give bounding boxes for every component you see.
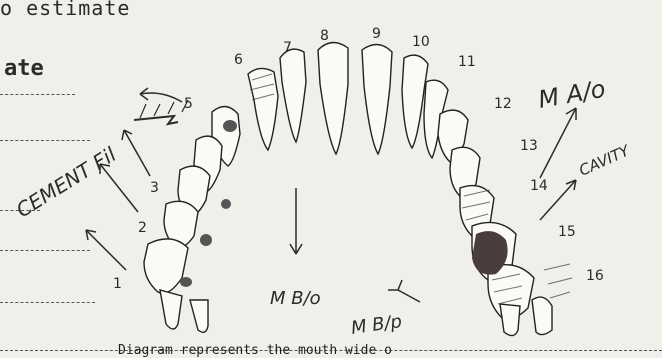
annotation-mb-left: M B/o [270,288,321,309]
tooth-6 [248,68,278,150]
annotation-cavity: CAVITY [576,141,633,180]
root [190,300,208,332]
tooth-number-label: 8 [320,28,329,44]
tooth-number-label: 9 [372,26,381,42]
tooth-number-label: 15 [558,224,576,240]
tooth-number-label: 3 [150,180,159,196]
annotation-cement-fil: CEMENT Fil [12,142,121,222]
tooth-number-label: 6 [234,52,243,68]
tooth-7 [280,49,306,142]
tooth-number-label: 14 [530,178,548,194]
tooth-number-label: 2 [138,220,147,236]
root [532,297,552,334]
tooth-number-label: 7 [283,40,292,56]
root [500,304,520,336]
tooth-9 [362,44,392,154]
annotation-mb-bottom: M B/p [350,311,404,339]
tooth-number-label: 10 [412,34,430,50]
root [160,290,182,329]
diagram-caption: Diagram represents the mouth wide o [118,343,392,358]
tooth-number-label: 11 [458,54,476,70]
tooth-number-label: 12 [494,96,512,112]
annotation-ma: M A/o [536,75,607,114]
tooth-number-label: 1 [113,276,122,292]
tooth-number-label: 16 [586,268,604,284]
tooth-8 [318,42,348,154]
tooth-number-label: 13 [520,138,538,154]
